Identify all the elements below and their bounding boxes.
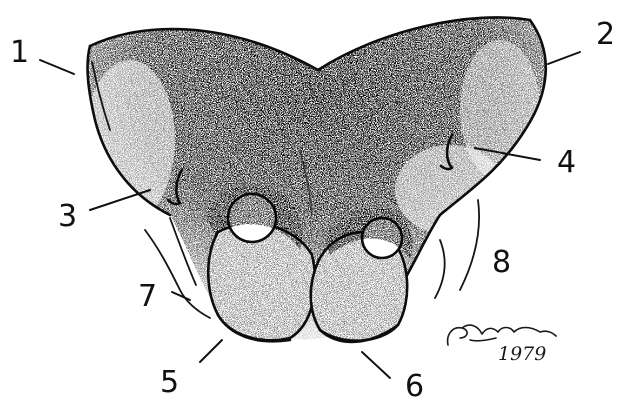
label-1: 1 xyxy=(10,35,29,70)
label-8: 8 xyxy=(492,245,511,280)
label-4: 4 xyxy=(557,145,576,180)
right-fringe xyxy=(460,200,479,290)
label-5: 5 xyxy=(160,365,179,400)
label-2: 2 xyxy=(596,17,615,52)
leader-3 xyxy=(90,190,150,210)
right-fringe-inner xyxy=(435,240,445,298)
leader-5 xyxy=(200,340,222,362)
leader-1 xyxy=(40,60,74,74)
signature-year: 1979 xyxy=(498,343,546,365)
label-7: 7 xyxy=(138,279,157,314)
artist-signature: 1979 xyxy=(448,325,556,365)
label-6: 6 xyxy=(405,369,424,404)
leader-6 xyxy=(362,352,390,378)
label-3: 3 xyxy=(58,199,77,234)
leader-2 xyxy=(548,52,580,64)
